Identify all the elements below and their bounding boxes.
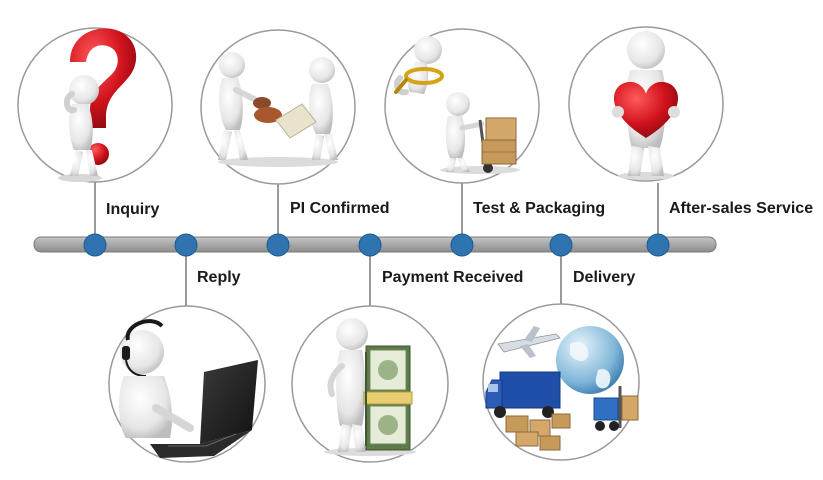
node-pi-confirmed bbox=[266, 233, 290, 257]
node-reply bbox=[174, 233, 198, 257]
money-stack-figure-icon bbox=[291, 305, 449, 463]
globe-truck-plane-icon bbox=[482, 303, 640, 461]
step-label-reply: Reply bbox=[197, 269, 241, 286]
node-payment bbox=[358, 233, 382, 257]
handshake-stamp-figure-icon bbox=[200, 29, 356, 185]
step-label-after-sales: After-sales Service bbox=[669, 200, 814, 217]
node-test-packaging bbox=[450, 233, 474, 257]
step-label-test-packaging: Test & Packaging bbox=[473, 200, 606, 217]
node-delivery bbox=[549, 233, 573, 257]
node-after-sales bbox=[646, 233, 670, 257]
question-mark-figure-icon bbox=[17, 27, 173, 183]
magnifier-hand-truck-figure-icon bbox=[384, 28, 540, 184]
step-label-delivery: Delivery bbox=[573, 269, 636, 286]
connector-lines bbox=[94, 182, 659, 306]
timeline-nodes bbox=[83, 233, 670, 257]
step-label-payment-received: Payment Received bbox=[382, 269, 524, 286]
node-inquiry bbox=[83, 233, 107, 257]
step-label-inquiry: Inquiry bbox=[106, 201, 160, 218]
heart-figure-icon bbox=[568, 26, 724, 182]
step-label-pi-confirmed: PI Confirmed bbox=[290, 200, 390, 217]
headset-laptop-figure-icon bbox=[108, 305, 266, 463]
